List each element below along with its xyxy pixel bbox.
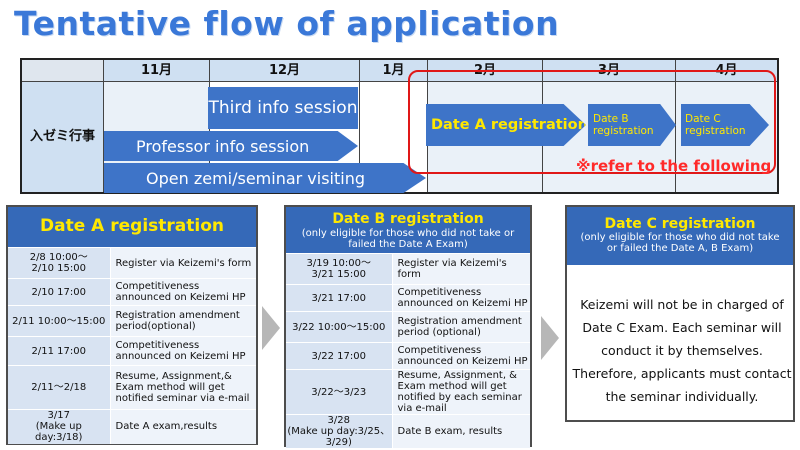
date-c-arrow: Date C registration — [681, 104, 769, 146]
row-content: Competitiveness announced on Keizemi HP — [392, 284, 530, 312]
row-content: Date B exam, results — [392, 414, 530, 448]
date-a-header: Date A registration — [8, 207, 256, 247]
date-b-header: Date B registration (only eligible for t… — [286, 207, 530, 253]
date-b-arrow-label: Date B registration — [593, 113, 654, 137]
date-c-subheading: (only eligible for those who did not tak… — [580, 232, 780, 254]
row-content: Registration amendment period(optional) — [110, 305, 256, 337]
date-b-heading: Date B registration — [332, 211, 484, 227]
date-a-panel: Date A registration 2/8 10:00～ 2/10 15:0… — [6, 205, 258, 445]
date-c-heading: Date C registration — [604, 216, 756, 232]
timeline-corner — [22, 60, 104, 82]
date-c-panel: Date C registration (only eligible for t… — [565, 205, 795, 422]
row-date: 3/17 (Make up day:3/18) — [8, 409, 111, 444]
row-date: 3/19 10:00～ 3/21 15:00 — [286, 253, 393, 285]
date-c-arrow-label: Date C registration — [685, 113, 746, 137]
refer-note: ※refer to the following — [576, 157, 772, 175]
row-date: 3/21 17:00 — [286, 284, 393, 312]
date-c-body: Keizemi will not be in charged of Date C… — [572, 297, 792, 404]
chevron-right-icon — [262, 306, 280, 350]
professor-info-session-label: Professor info session — [136, 136, 310, 156]
third-info-session-label: Third info session — [208, 98, 358, 118]
professor-info-session-arrow: Professor info session — [104, 131, 358, 161]
timeline-row-label: 入ゼミ行事 — [22, 82, 104, 192]
table-row: 3/17 (Make up day:3/18)Date A exam,resul… — [8, 409, 256, 444]
row-date: 3/22 10:00～15:00 — [286, 311, 393, 343]
row-date: 2/10 17:00 — [8, 278, 111, 306]
row-date: 2/11 10:00～15:00 — [8, 305, 111, 337]
table-row: 3/28 (Make up day:3/25、 3/29)Date B exam… — [286, 414, 530, 448]
date-a-arrow-label: Date A registration — [431, 117, 588, 133]
date-a-arrow: Date A registration — [426, 104, 586, 146]
row-content: Register via Keizemi's form — [392, 253, 530, 285]
row-content: Registration amendment period (optional) — [392, 311, 530, 343]
row-date: 2/11～2/18 — [8, 365, 111, 410]
page-title: Tentative flow of application — [14, 4, 560, 43]
third-info-session-arrow: Third info session — [208, 87, 358, 129]
row-content: Register via Keizemi's form — [110, 247, 256, 279]
row-date: 3/28 (Make up day:3/25、 3/29) — [286, 414, 393, 448]
row-content: Resume, Assignment,& Exam method will ge… — [110, 365, 256, 410]
row-date: 2/11 17:00 — [8, 336, 111, 366]
row-date: 3/22 17:00 — [286, 342, 393, 370]
row-content: Date A exam,results — [110, 409, 256, 444]
date-b-arrow: Date B registration — [588, 104, 676, 146]
highlight-box — [408, 70, 776, 174]
chevron-right-icon — [541, 316, 559, 360]
date-b-panel: Date B registration (only eligible for t… — [284, 205, 532, 448]
date-b-subheading: (only eligible for those who did not tak… — [301, 228, 515, 250]
date-c-header: Date C registration (only eligible for t… — [567, 207, 793, 265]
row-content: Resume, Assignment, & Exam method will g… — [392, 369, 530, 415]
open-zemi-label: Open zemi/seminar visiting — [146, 168, 366, 188]
date-a-heading: Date A registration — [40, 216, 224, 236]
row-content: Competitiveness announced on Keizemi HP — [392, 342, 530, 370]
row-date: 2/8 10:00～ 2/10 15:00 — [8, 247, 111, 279]
row-content: Competitiveness announced on Keizemi HP — [110, 278, 256, 306]
month-dec: 12月 — [210, 60, 360, 82]
month-nov: 11月 — [104, 60, 210, 82]
open-zemi-arrow: Open zemi/seminar visiting — [104, 163, 426, 193]
row-date: 3/22～3/23 — [286, 369, 393, 415]
row-content: Competitiveness announced on Keizemi HP — [110, 336, 256, 366]
